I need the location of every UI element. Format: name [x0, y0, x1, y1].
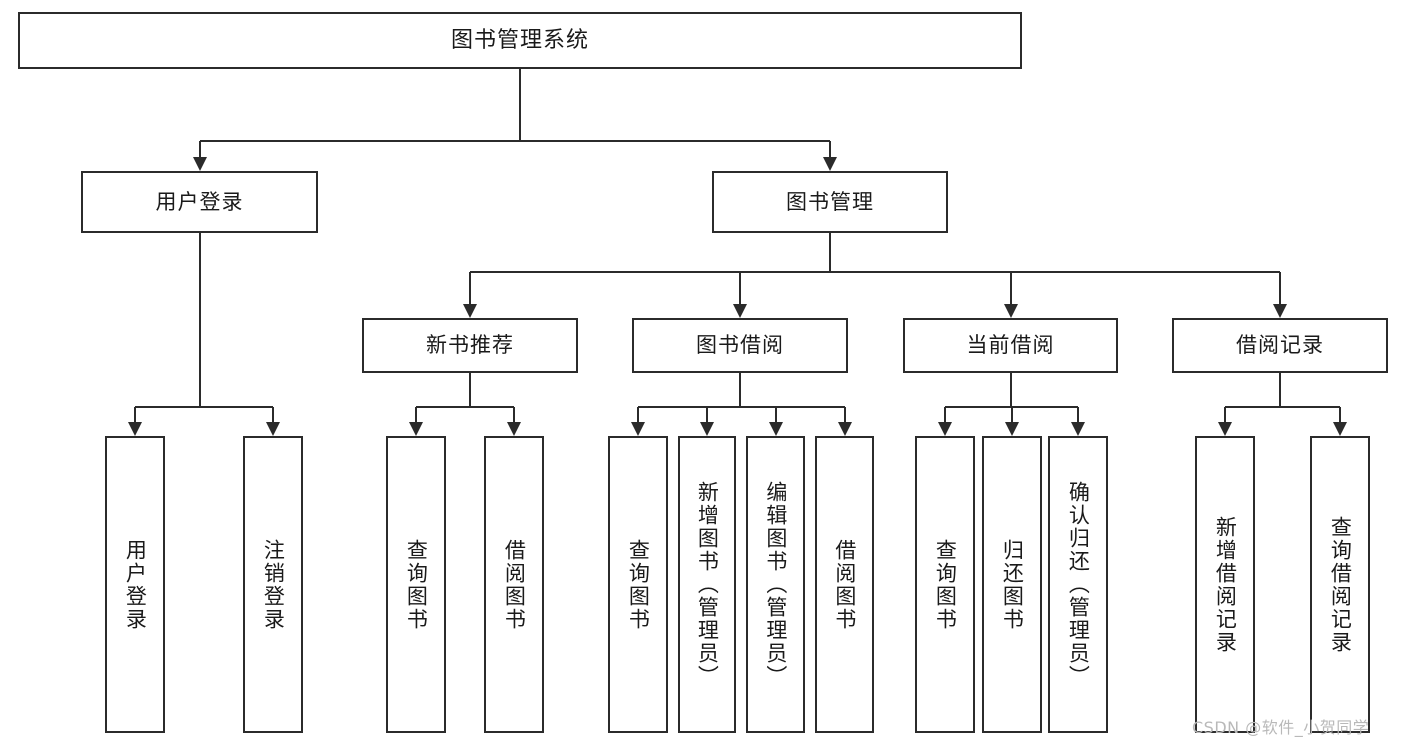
arrow-bookmanage-child-0	[463, 304, 477, 318]
connector-borrow-record-branch-1	[1339, 407, 1341, 422]
arrow-root-child-1	[823, 157, 837, 171]
connector-book-borrow-branch-1	[706, 407, 708, 422]
connector-book-borrow-branch-3	[843, 407, 846, 422]
connector-bookmanage-branch-1	[739, 272, 741, 304]
connector-new-book-recommend-stem	[469, 373, 471, 407]
connector-new-book-recommend-branch-0	[415, 407, 417, 422]
connector-userlogin-bus	[135, 406, 273, 408]
arrow-bookmanage-child-2	[1003, 304, 1018, 318]
connector-new-book-recommend-bus	[416, 406, 514, 408]
arrow-bookmanage-child-1	[733, 304, 747, 318]
connector-current-borrow-branch-1	[1011, 407, 1013, 422]
arrow-book-borrow-child-0	[631, 422, 645, 436]
arrow-bookmanage-child-3	[1273, 304, 1287, 318]
node-leaf-query-book-2[interactable]: 查询图书	[608, 436, 668, 733]
node-leaf-user-login[interactable]: 用户登录	[105, 436, 165, 733]
arrow-book-borrow-child-1	[700, 422, 714, 436]
connector-current-borrow-branch-2	[1077, 407, 1079, 422]
connector-bookmanage-stem	[829, 233, 831, 272]
arrow-userlogin-child-0	[128, 422, 142, 436]
node-leaf-add-record[interactable]: 新增借阅记录	[1195, 436, 1255, 733]
connector-book-borrow-stem	[739, 373, 741, 407]
arrow-new-book-recommend-child-1	[507, 422, 521, 436]
node-book-borrow[interactable]: 图书借阅	[632, 318, 848, 373]
node-user-login[interactable]: 用户登录	[81, 171, 318, 233]
connector-book-borrow-bus	[638, 406, 845, 408]
connector-current-borrow-branch-0	[944, 407, 946, 422]
node-leaf-query-book-3[interactable]: 查询图书	[915, 436, 975, 733]
node-book-management-system[interactable]: 图书管理系统	[18, 12, 1022, 69]
arrow-book-borrow-child-3	[837, 422, 852, 436]
node-leaf-logout-login[interactable]: 注销登录	[243, 436, 303, 733]
arrow-current-borrow-child-2	[1071, 422, 1085, 436]
arrow-current-borrow-child-0	[938, 422, 952, 436]
arrow-borrow-record-child-0	[1218, 422, 1232, 436]
connector-current-borrow-stem	[1009, 373, 1012, 407]
arrow-root-child-0	[192, 157, 207, 171]
node-leaf-query-record[interactable]: 查询借阅记录	[1310, 436, 1370, 733]
connector-userlogin-branch-1	[272, 407, 274, 422]
arrow-userlogin-child-1	[266, 422, 280, 436]
connector-borrow-record-stem	[1279, 373, 1281, 407]
connector-book-borrow-branch-0	[637, 407, 639, 422]
connector-new-book-recommend-branch-1	[513, 407, 515, 422]
node-current-borrow[interactable]: 当前借阅	[903, 318, 1118, 373]
arrow-book-borrow-child-2	[768, 422, 783, 436]
node-leaf-edit-book[interactable]: 编辑图书（管理员）	[746, 436, 805, 733]
node-leaf-borrow-book-1[interactable]: 借阅图书	[484, 436, 544, 733]
connector-bookmanage-branch-2	[1009, 272, 1012, 304]
connector-root-branch-1	[829, 141, 831, 157]
csdn-watermark: CSDN @软件_小贺同学	[1192, 718, 1370, 737]
connector-userlogin-stem	[198, 233, 201, 407]
node-leaf-return-book[interactable]: 归还图书	[982, 436, 1042, 733]
connector-bookmanage-bus	[470, 271, 1280, 273]
connector-borrow-record-bus	[1225, 406, 1340, 408]
node-leaf-confirm-return[interactable]: 确认归还（管理员）	[1048, 436, 1108, 733]
node-book-management[interactable]: 图书管理	[712, 171, 948, 233]
connector-root-stem	[519, 69, 521, 141]
arrow-current-borrow-child-1	[1005, 422, 1019, 436]
node-leaf-query-book-1[interactable]: 查询图书	[386, 436, 446, 733]
connector-bookmanage-branch-3	[1279, 272, 1281, 304]
node-leaf-borrow-book-2[interactable]: 借阅图书	[815, 436, 874, 733]
arrow-borrow-record-child-1	[1333, 422, 1347, 436]
connector-borrow-record-branch-0	[1224, 407, 1226, 422]
connector-userlogin-branch-0	[134, 407, 136, 422]
connector-book-borrow-branch-2	[774, 407, 777, 422]
connector-root-branch-0	[198, 141, 201, 157]
node-borrow-record[interactable]: 借阅记录	[1172, 318, 1388, 373]
arrow-new-book-recommend-child-0	[409, 422, 423, 436]
node-leaf-add-book[interactable]: 新增图书（管理员）	[678, 436, 736, 733]
connector-root-bus	[199, 140, 830, 142]
connector-bookmanage-branch-0	[469, 272, 471, 304]
node-new-book-recommend[interactable]: 新书推荐	[362, 318, 578, 373]
